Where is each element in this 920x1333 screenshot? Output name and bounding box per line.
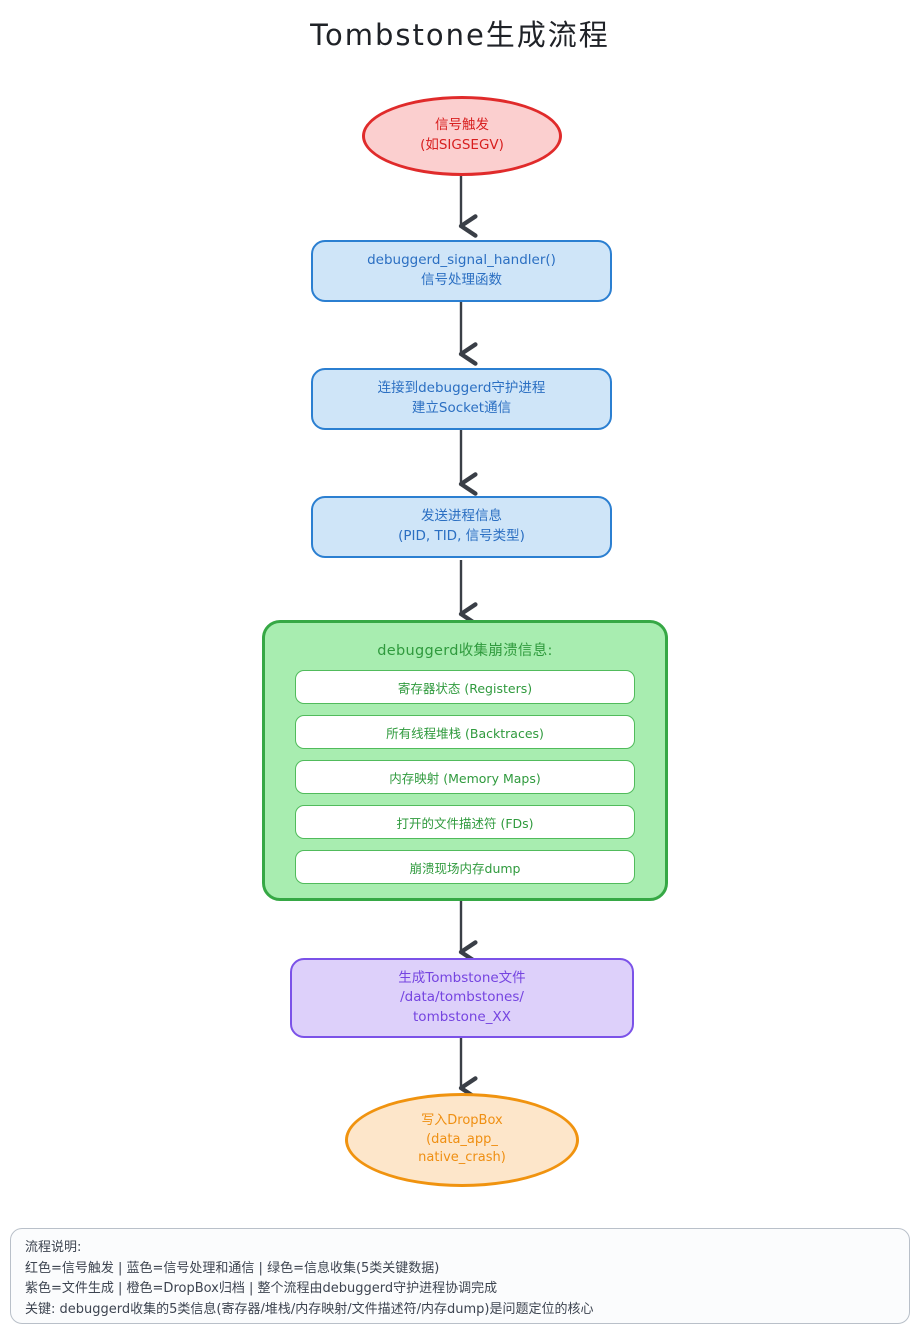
legend-line-2: 红色=信号触发 | 蓝色=信号处理和通信 | 绿色=信息收集(5类关键数据) [25,1260,440,1276]
node-generate-tombstone[interactable]: 生成Tombstone文件 /data/tombstones/ tombston… [290,958,634,1038]
collect-item-file-descriptors[interactable]: 打开的文件描述符 (FDs) [295,805,635,839]
node-write-dropbox[interactable]: 写入DropBox (data_app_ native_crash) [345,1093,579,1187]
legend-line-1: 流程说明: [25,1240,82,1255]
page-title: Tombstone生成流程 [310,18,610,52]
node-signal-trigger-line1: 信号触发 [435,117,489,134]
node-generate-tombstone-line3: tombstone_XX [413,1008,511,1025]
node-collect-crash-info-group[interactable]: debuggerd收集崩溃信息: 寄存器状态 (Registers) 所有线程堆… [262,620,668,901]
legend-line-3: 紫色=文件生成 | 橙色=DropBox归档 | 整个流程由debuggerd守… [25,1281,498,1297]
node-signal-trigger[interactable]: 信号触发 (如SIGSEGV) [362,96,562,176]
node-signal-handler-line2: 信号处理函数 [421,272,502,288]
legend-box: 流程说明: 红色=信号触发 | 蓝色=信号处理和通信 | 绿色=信息收集(5类关… [10,1228,910,1324]
node-send-process-info-line2: (PID, TID, 信号类型) [398,528,525,544]
node-connect-debuggerd[interactable]: 连接到debuggerd守护进程 建立Socket通信 [311,368,612,430]
node-send-process-info[interactable]: 发送进程信息 (PID, TID, 信号类型) [311,496,612,558]
node-write-dropbox-line1: 写入DropBox [421,1112,503,1128]
collect-item-memory-maps[interactable]: 内存映射 (Memory Maps) [295,760,635,794]
collect-group-title: debuggerd收集崩溃信息: [377,643,553,659]
node-write-dropbox-line3: native_crash) [418,1150,506,1166]
node-signal-handler-line1: debuggerd_signal_handler() [367,252,556,269]
legend-line-4: 关键: debuggerd收集的5类信息(寄存器/堆栈/内存映射/文件描述符/内… [25,1301,594,1317]
collect-item-memory-dump[interactable]: 崩溃现场内存dump [295,850,635,884]
node-connect-debuggerd-line2: 建立Socket通信 [411,400,512,416]
node-generate-tombstone-line2: /data/tombstones/ [400,989,524,1006]
node-connect-debuggerd-line1: 连接到debuggerd守护进程 [377,380,546,397]
node-signal-trigger-line2: (如SIGSEGV) [420,137,504,153]
node-write-dropbox-line2: (data_app_ [426,1131,498,1147]
collect-item-backtraces[interactable]: 所有线程堆栈 (Backtraces) [295,715,635,749]
collect-item-registers[interactable]: 寄存器状态 (Registers) [295,670,635,704]
node-send-process-info-line1: 发送进程信息 [421,508,502,525]
node-signal-handler[interactable]: debuggerd_signal_handler() 信号处理函数 [311,240,612,302]
node-generate-tombstone-line1: 生成Tombstone文件 [398,969,526,986]
